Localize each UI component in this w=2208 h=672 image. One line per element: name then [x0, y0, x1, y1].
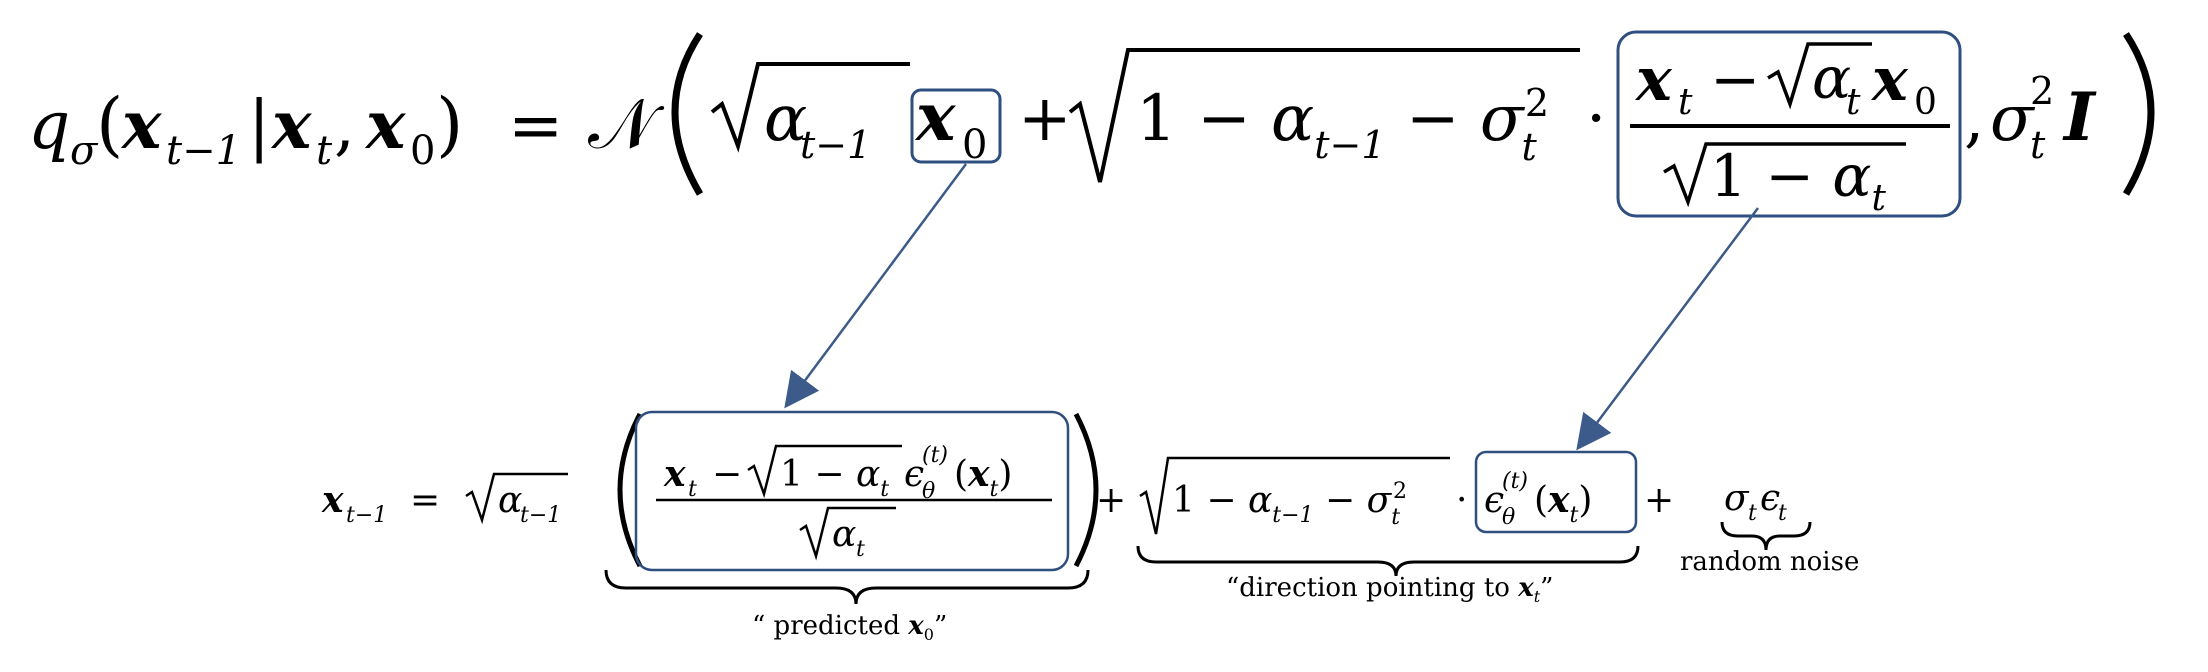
sqrt-coefficient-expression: 1 − αt−1 − σt2 — [1136, 81, 1549, 169]
comma: , — [334, 87, 355, 164]
alpha: α — [832, 514, 856, 555]
theta-subscript: θ — [922, 479, 935, 504]
direction-radicand: 1 − αt−1 − σt2 — [1172, 479, 1407, 530]
arrow-fraction-to-epsilon — [1576, 207, 1759, 451]
x-t: x — [270, 86, 312, 164]
underbrace-random-noise — [1720, 521, 1812, 551]
theta-subscript: θ — [1502, 505, 1515, 530]
label-direction: “direction pointing to xt” — [1226, 573, 1553, 606]
highlight-box-x0 — [910, 88, 1002, 164]
conditional-bar: | — [248, 87, 270, 164]
big-close-paren — [2122, 32, 2155, 196]
t-minus-1-subscript: t−1 — [520, 503, 561, 528]
x-t-minus-1: x — [321, 479, 344, 521]
arrow-x0-to-predicted — [784, 163, 968, 409]
t-subscript: t — [688, 477, 697, 502]
epsilon-argument: (xt) — [1534, 479, 1592, 528]
equals-sign: = — [508, 87, 563, 164]
sqrt-coefficient-radical — [1068, 48, 1580, 183]
equals-sign: = — [410, 480, 440, 521]
t-minus-1-subscript: t−1 — [346, 503, 387, 528]
epsilon-argument: (xt) — [954, 453, 1012, 502]
t-subscript: t — [1748, 501, 1757, 526]
sqrt-alpha-t-minus-1-radical — [465, 472, 568, 525]
sigma-subscript: σ — [70, 128, 99, 174]
underbrace-predicted-x0 — [604, 569, 1090, 605]
sigma: σ — [1724, 478, 1750, 519]
cdot: · — [1456, 480, 1467, 521]
squared-superscript: 2 — [2030, 69, 2054, 113]
t-subscript: t — [856, 537, 865, 562]
alpha: α — [498, 480, 522, 521]
t-minus-1-subscript: t−1 — [800, 123, 871, 167]
sqrt-direction-radical — [1139, 456, 1450, 535]
sqrt-one-minus-alpha-radical — [1663, 142, 1906, 208]
zero-subscript: 0 — [1914, 82, 1937, 123]
zero-subscript: 0 — [410, 128, 435, 174]
t-superscript: (t) — [1502, 469, 1528, 494]
label-predicted-x0: “ predicted x0” — [752, 611, 947, 644]
sqrt-alpha-t-radical — [1767, 42, 1872, 110]
t-subscript: t — [1778, 501, 1787, 526]
label-random-noise: random noise — [1680, 547, 1859, 577]
predicted-x0-fraction: x t − 1 − αt ϵ θ (t) (xt) α t — [634, 410, 1070, 572]
close-paren: ) — [436, 83, 463, 165]
t-subscript: t — [2030, 123, 2046, 167]
big-open-paren — [671, 32, 704, 196]
zero-subscript: 0 — [962, 122, 987, 168]
plus-sign: + — [1018, 82, 1072, 156]
sqrt-radicand: 1 − αt — [780, 454, 889, 502]
highlight-box-predicted-x0 — [634, 410, 1070, 572]
epsilon: ϵ — [904, 454, 924, 495]
epsilon: ϵ — [1760, 478, 1780, 519]
alpha: α — [1812, 44, 1851, 112]
top-equation: q σ ( x t−1 | x t , x 0 ) = 𝒩 α t−1 x 0 … — [28, 30, 2155, 219]
t-minus-1-subscript: t−1 — [166, 128, 241, 174]
plus-sign: + — [1096, 480, 1126, 521]
epsilon-boxed: ϵ — [1484, 480, 1504, 521]
big-open-paren — [617, 412, 643, 568]
alpha: α — [764, 82, 807, 156]
normal-distribution-symbol: 𝒩 — [588, 83, 665, 165]
q-symbol: q — [28, 87, 70, 164]
t-subscript: t — [1678, 82, 1693, 123]
t-subscript: t — [1846, 82, 1861, 123]
open-paren: ( — [96, 83, 123, 165]
minus-sign: − — [1710, 45, 1760, 115]
underbrace-direction — [1136, 545, 1640, 577]
sqrt-one-minus-alpha-radical — [747, 444, 902, 499]
sqrt-alpha-t-radical — [799, 506, 896, 561]
sqrt-alpha-t-minus-1-radical — [710, 62, 910, 153]
comma: , — [1964, 82, 1984, 156]
bottom-equation: x t−1 = α t−1 x t − 1 − αt ϵ θ (t) (xt) … — [321, 410, 1859, 644]
highlight-box-epsilon — [1474, 450, 1638, 534]
cdot: · — [1586, 82, 1606, 156]
sigma: σ — [1990, 82, 2036, 156]
plus-sign: + — [1644, 480, 1674, 521]
denominator-expression: 1 − αt — [1710, 142, 1887, 219]
identity-matrix: I — [2062, 78, 2097, 156]
fraction-noise-term: x t − α t x 0 1 − αt — [1616, 30, 1962, 219]
x-t-numerator: x — [1634, 45, 1673, 115]
x-t-numerator: x — [663, 453, 686, 495]
t-superscript: (t) — [922, 443, 948, 468]
highlight-box-fraction — [1616, 30, 1962, 218]
big-close-paren — [1073, 412, 1099, 568]
t-subscript: t — [316, 128, 333, 174]
x-0: x — [364, 86, 406, 164]
x-0-numerator: x — [1870, 45, 1909, 115]
x-t-minus-1: x — [120, 86, 162, 164]
minus-sign: − — [712, 454, 742, 495]
